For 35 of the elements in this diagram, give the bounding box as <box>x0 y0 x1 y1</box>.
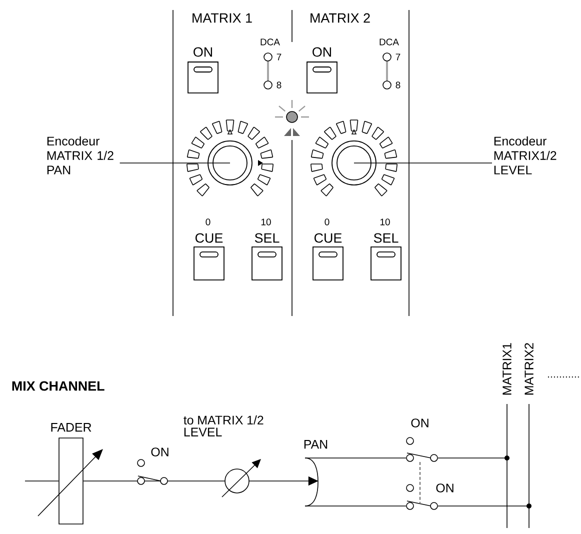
leader-line <box>354 162 492 164</box>
scale-label: 0 <box>324 218 330 226</box>
bus-label: MATRIX1 <box>502 343 512 395</box>
callout-text: Encodeur MATRIX 1/2 PAN <box>47 136 114 174</box>
button-label: CUE <box>196 233 223 243</box>
rotary-encoder <box>208 140 252 186</box>
callout-text: Encodeur MATRIX1/2 LEVEL <box>494 136 556 174</box>
panel-title: MATRIX 1 <box>192 13 252 23</box>
indicator-label: 8 <box>396 82 400 88</box>
scale-label: 10 <box>380 218 390 226</box>
section-title: MIX CHANNEL <box>12 381 104 391</box>
signal-label: to MATRIX 1/2 LEVEL <box>184 415 264 436</box>
button-label: SEL <box>374 233 398 243</box>
switch-label: ON <box>436 484 454 492</box>
scale-label: 10 <box>261 218 271 226</box>
signal-line <box>24 480 59 482</box>
leader-line <box>119 162 230 164</box>
panel-title: MATRIX 2 <box>310 13 370 23</box>
rotary-encoder <box>332 140 376 186</box>
button-label: ON <box>194 47 212 57</box>
indicator-label: 7 <box>276 54 282 60</box>
indicator-label: 8 <box>276 82 282 88</box>
bus-label: MATRIX2 <box>524 343 534 395</box>
button-label: CUE <box>314 233 342 243</box>
switch-label: ON <box>151 448 168 456</box>
indicator-label: DCA <box>380 38 399 46</box>
pan-control: PAN <box>304 440 328 506</box>
indicator-label: 7 <box>396 54 400 60</box>
indicator-label: DCA <box>260 38 280 46</box>
scale-label: 0 <box>206 218 210 226</box>
fader: FADER <box>38 423 103 524</box>
node-label: FADER <box>51 423 92 432</box>
button-label: SEL <box>254 233 280 243</box>
switch-label: ON <box>411 418 428 428</box>
button-label: ON <box>312 47 331 57</box>
